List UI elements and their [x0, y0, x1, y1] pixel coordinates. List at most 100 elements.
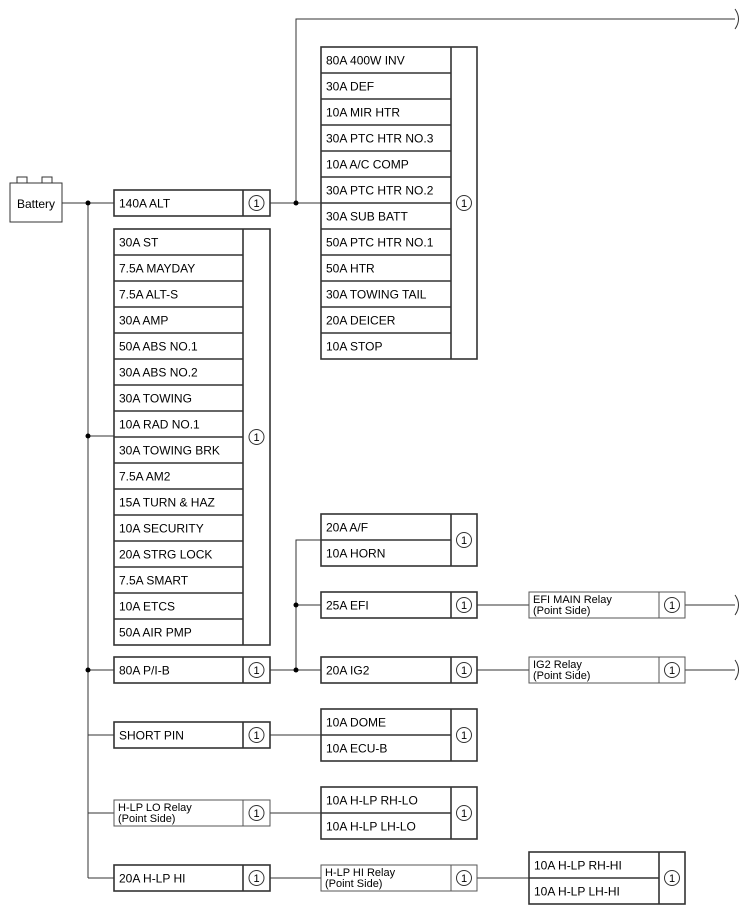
connector-1-icon: 1 [456, 805, 472, 821]
svg-text:1: 1 [669, 873, 675, 885]
fuse-box-horn-group: 20A A/F 10A HORN 1 [320, 513, 478, 567]
fuse-10a-horn: 10A HORN [326, 547, 385, 561]
fuse-box-hlp-lo-group: 10A H-LP RH-LO 10A H-LP LH-LO 1 [320, 786, 478, 840]
fuse-140a-alt: 140A ALT [119, 197, 171, 211]
fuse-50a-htr: 50A HTR [326, 262, 375, 276]
connector-1-icon: 1 [664, 662, 680, 678]
fuse-30a-st: 30A ST [119, 236, 159, 250]
fuse-50a-ptc-htr-no-1: 50A PTC HTR NO.1 [326, 236, 434, 250]
fuse-30a-towing-tail: 30A TOWING TAIL [326, 288, 427, 302]
fuse-30a-amp: 30A AMP [119, 314, 168, 328]
fuse-80a-400w-inv: 80A 400W INV [326, 54, 405, 68]
hlp-lo-relay-text-0: H-LP LO Relay [118, 802, 192, 814]
svg-text:1: 1 [461, 600, 467, 612]
connector-1-icon: 1 [456, 597, 472, 613]
fuse-box-hlp-hi-group: 10A H-LP RH-HI 10A H-LP LH-HI 1 [528, 851, 686, 905]
fuse-10a-stop: 10A STOP [326, 340, 382, 354]
fuse-10a-h-lp-rh-hi: 10A H-LP RH-HI [534, 859, 622, 873]
fuse-10a-a-c-comp: 10A A/C COMP [326, 158, 409, 172]
connector-1-icon: 1 [456, 662, 472, 678]
efi-main-relay-text-1: (Point Side) [533, 605, 590, 617]
fuse-7-5a-smart: 7.5A SMART [119, 574, 189, 588]
fuse-30a-ptc-htr-no-3: 30A PTC HTR NO.3 [326, 132, 434, 146]
connector-1-icon: 1 [664, 597, 680, 613]
fuse-20a-ig2: 20A IG2 [326, 664, 370, 678]
fuse-box-25a-efi: 25A EFI 1 [320, 591, 478, 619]
efi-main-relay: EFI MAIN Relay(Point Side) 1 [528, 591, 686, 619]
fuse-10a-h-lp-lh-lo: 10A H-LP LH-LO [326, 820, 416, 834]
fuse-box-battery-group: 30A ST 7.5A MAYDAY 7.5A ALT-S 30A AMP 50A AB… [113, 228, 271, 646]
connector-1-icon: 1 [456, 195, 472, 211]
fuse-50a-abs-no-1: 50A ABS NO.1 [119, 340, 198, 354]
fuse-20a-h-lp-hi: 20A H-LP HI [119, 872, 185, 886]
fuse-50a-air-pmp: 50A AIR PMP [119, 626, 192, 640]
fuse-10a-security: 10A SECURITY [119, 522, 204, 536]
ig2-relay-text-0: IG2 Relay [533, 659, 582, 671]
connector-1-icon: 1 [456, 727, 472, 743]
fuse-10a-h-lp-lh-hi: 10A H-LP LH-HI [534, 885, 620, 899]
fuse-30a-def: 30A DEF [326, 80, 374, 94]
svg-text:1: 1 [253, 198, 259, 210]
fuse-box-20a-ig2: 20A IG2 1 [320, 656, 478, 684]
junction-dots [85, 200, 299, 673]
connector-1-icon: 1 [248, 662, 265, 678]
connector-1-icon: 1 [456, 870, 472, 886]
ig2-relay: IG2 Relay(Point Side) 1 [528, 656, 686, 684]
hlp-hi-relay-text-1: (Point Side) [325, 878, 382, 890]
connector-1-icon: 1 [248, 429, 265, 445]
connector-1-icon: 1 [248, 727, 265, 743]
svg-text:1: 1 [669, 600, 675, 612]
connector-1-icon: 1 [248, 805, 265, 821]
fuse-20a-strg-lock: 20A STRG LOCK [119, 548, 212, 562]
svg-text:1: 1 [253, 873, 259, 885]
fuse-15a-turn-haz: 15A TURN & HAZ [119, 496, 215, 510]
fuse-box-140a-alt: 140A ALT 1 [113, 189, 271, 217]
fuse-7-5a-alt-s: 7.5A ALT-S [119, 288, 178, 302]
fuse-80a-p-i-b: 80A P/I-B [119, 664, 170, 678]
fuse-10a-rad-no-1: 10A RAD NO.1 [119, 418, 200, 432]
connector-1-icon: 1 [664, 870, 680, 886]
fuse-20a-a-f: 20A A/F [326, 521, 368, 535]
connector-1-icon: 1 [248, 870, 265, 886]
connector-1-icon: 1 [456, 532, 472, 548]
fuse-box-alt-group: 80A 400W INV 30A DEF 10A MIR HTR 30A PTC HT… [320, 46, 478, 360]
battery-label: Battery [17, 197, 55, 211]
fuse-10a-ecu-b: 10A ECU-B [326, 742, 387, 756]
fuse-30a-sub-batt: 30A SUB BATT [326, 210, 408, 224]
connector-1-icon: 1 [248, 195, 265, 211]
ig2-relay-text-1: (Point Side) [533, 670, 590, 682]
fuse-10a-mir-htr: 10A MIR HTR [326, 106, 400, 120]
svg-text:1: 1 [461, 730, 467, 742]
fuse-30a-ptc-htr-no-2: 30A PTC HTR NO.2 [326, 184, 434, 198]
svg-text:1: 1 [253, 665, 259, 677]
hlp-lo-relay-text-1: (Point Side) [118, 813, 175, 825]
svg-text:1: 1 [461, 808, 467, 820]
hlp-hi-relay: H-LP HI Relay(Point Side) 1 [320, 864, 478, 892]
fuse-30a-towing: 30A TOWING [119, 392, 192, 406]
fuse-30a-abs-no-2: 30A ABS NO.2 [119, 366, 198, 380]
fuse-7-5a-am2: 7.5A AM2 [119, 470, 171, 484]
fuse-25a-efi: 25A EFI [326, 599, 369, 613]
svg-text:1: 1 [461, 198, 467, 210]
fuse-10a-dome: 10A DOME [326, 716, 386, 730]
fuse-box-dome-group: 10A DOME 10A ECU-B 1 [320, 708, 478, 762]
svg-text:1: 1 [669, 665, 675, 677]
svg-text:1: 1 [461, 535, 467, 547]
fuse-short-pin: SHORT PIN [119, 729, 184, 743]
battery-symbol: Battery [9, 176, 63, 223]
fuse-10a-h-lp-rh-lo: 10A H-LP RH-LO [326, 794, 418, 808]
short-pin-box: SHORT PIN 1 [113, 721, 271, 749]
fuse-box-20a-hlp-hi: 20A H-LP HI 1 [113, 864, 271, 892]
svg-text:1: 1 [253, 730, 259, 742]
fuse-30a-towing-brk: 30A TOWING BRK [119, 444, 220, 458]
efi-main-relay-text-0: EFI MAIN Relay [533, 594, 612, 606]
svg-text:1: 1 [461, 665, 467, 677]
fuse-20a-deicer: 20A DEICER [326, 314, 396, 328]
fuse-box-80a-pib: 80A P/I-B 1 [113, 656, 271, 684]
fuse-7-5a-mayday: 7.5A MAYDAY [119, 262, 195, 276]
wires [62, 8, 739, 879]
hlp-lo-relay: H-LP LO Relay(Point Side) 1 [113, 799, 271, 827]
svg-text:1: 1 [253, 808, 259, 820]
hlp-hi-relay-text-0: H-LP HI Relay [325, 867, 396, 879]
svg-text:1: 1 [253, 432, 259, 444]
